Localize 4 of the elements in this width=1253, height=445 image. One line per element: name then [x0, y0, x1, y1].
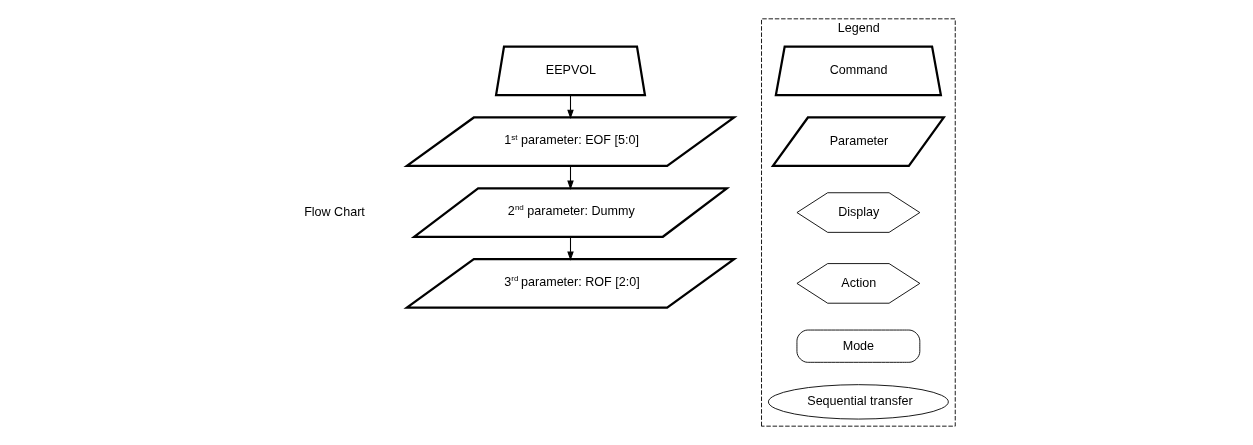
node-ellipse: Sequential transfer [767, 384, 949, 420]
label: Flow Chart [303, 204, 365, 219]
node-box: Mode [796, 329, 920, 363]
arrow [566, 94, 574, 120]
